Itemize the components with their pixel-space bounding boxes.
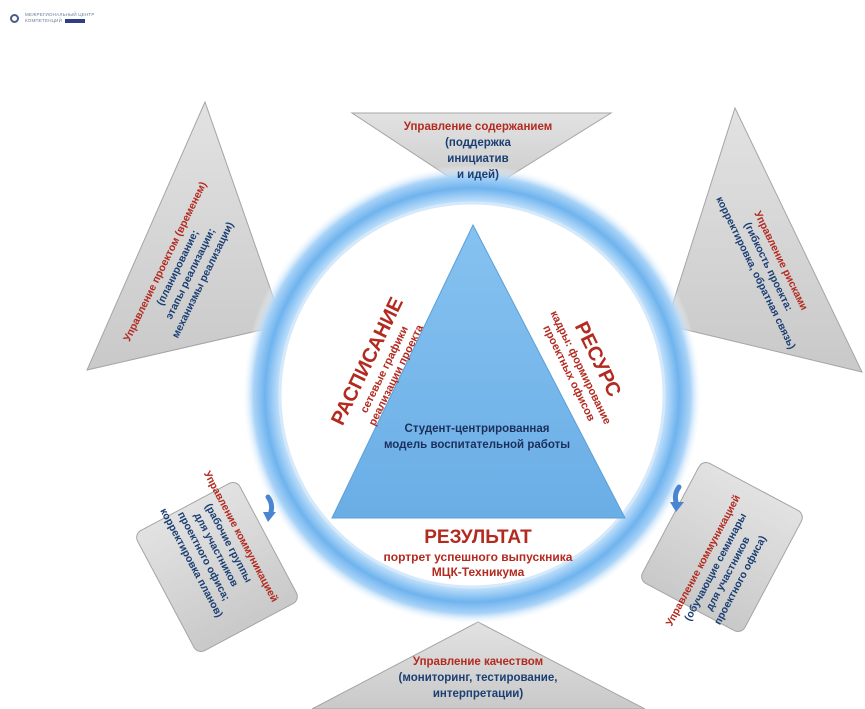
center-line-2: модель воспитательной работы	[384, 439, 570, 451]
panel-content-shape	[350, 112, 613, 197]
panel-comm-left-shape	[136, 482, 298, 652]
panel-comm-right-shape	[641, 462, 803, 632]
logo: МЕЖРЕГИОНАЛЬНЫЙ ЦЕНТР КОМПЕТЕНЦИЙ	[10, 12, 95, 24]
center-line-1: Студент-центрированная	[405, 423, 550, 435]
logo-text: МЕЖРЕГИОНАЛЬНЫЙ ЦЕНТР КОМПЕТЕНЦИЙ	[25, 12, 95, 24]
logo-line-1: МЕЖРЕГИОНАЛЬНЫЙ ЦЕНТР	[25, 12, 95, 17]
panel-content-line-2: инициатив	[447, 153, 508, 165]
logo-line-2: КОМПЕТЕНЦИЙ	[25, 18, 63, 23]
result-line-2: МЦК-Техникума	[432, 565, 525, 579]
panel-content-line-3: и идей)	[457, 169, 499, 181]
logo-ring-icon	[10, 13, 19, 23]
panel-content-title: Управление содержанием	[404, 121, 552, 133]
panel-quality-line-2: интерпретации)	[433, 688, 524, 700]
central-triangle	[331, 223, 626, 519]
arrow-left-icon	[263, 494, 276, 522]
logo-tag	[65, 19, 86, 23]
panel-quality-shape	[311, 621, 646, 709]
result-title: РЕЗУЛЬТАТ	[424, 527, 532, 548]
arrow-right-icon	[670, 484, 684, 512]
panel-quality-title: Управление качеством	[413, 656, 543, 668]
panel-quality-line-1: (мониторинг, тестирование,	[399, 672, 558, 684]
panel-time-shape	[86, 100, 284, 371]
panel-content-line-1: (поддержка	[445, 137, 511, 149]
panel-risks-shape	[665, 106, 863, 373]
result-line-1: портрет успешного выпускника	[384, 550, 573, 564]
